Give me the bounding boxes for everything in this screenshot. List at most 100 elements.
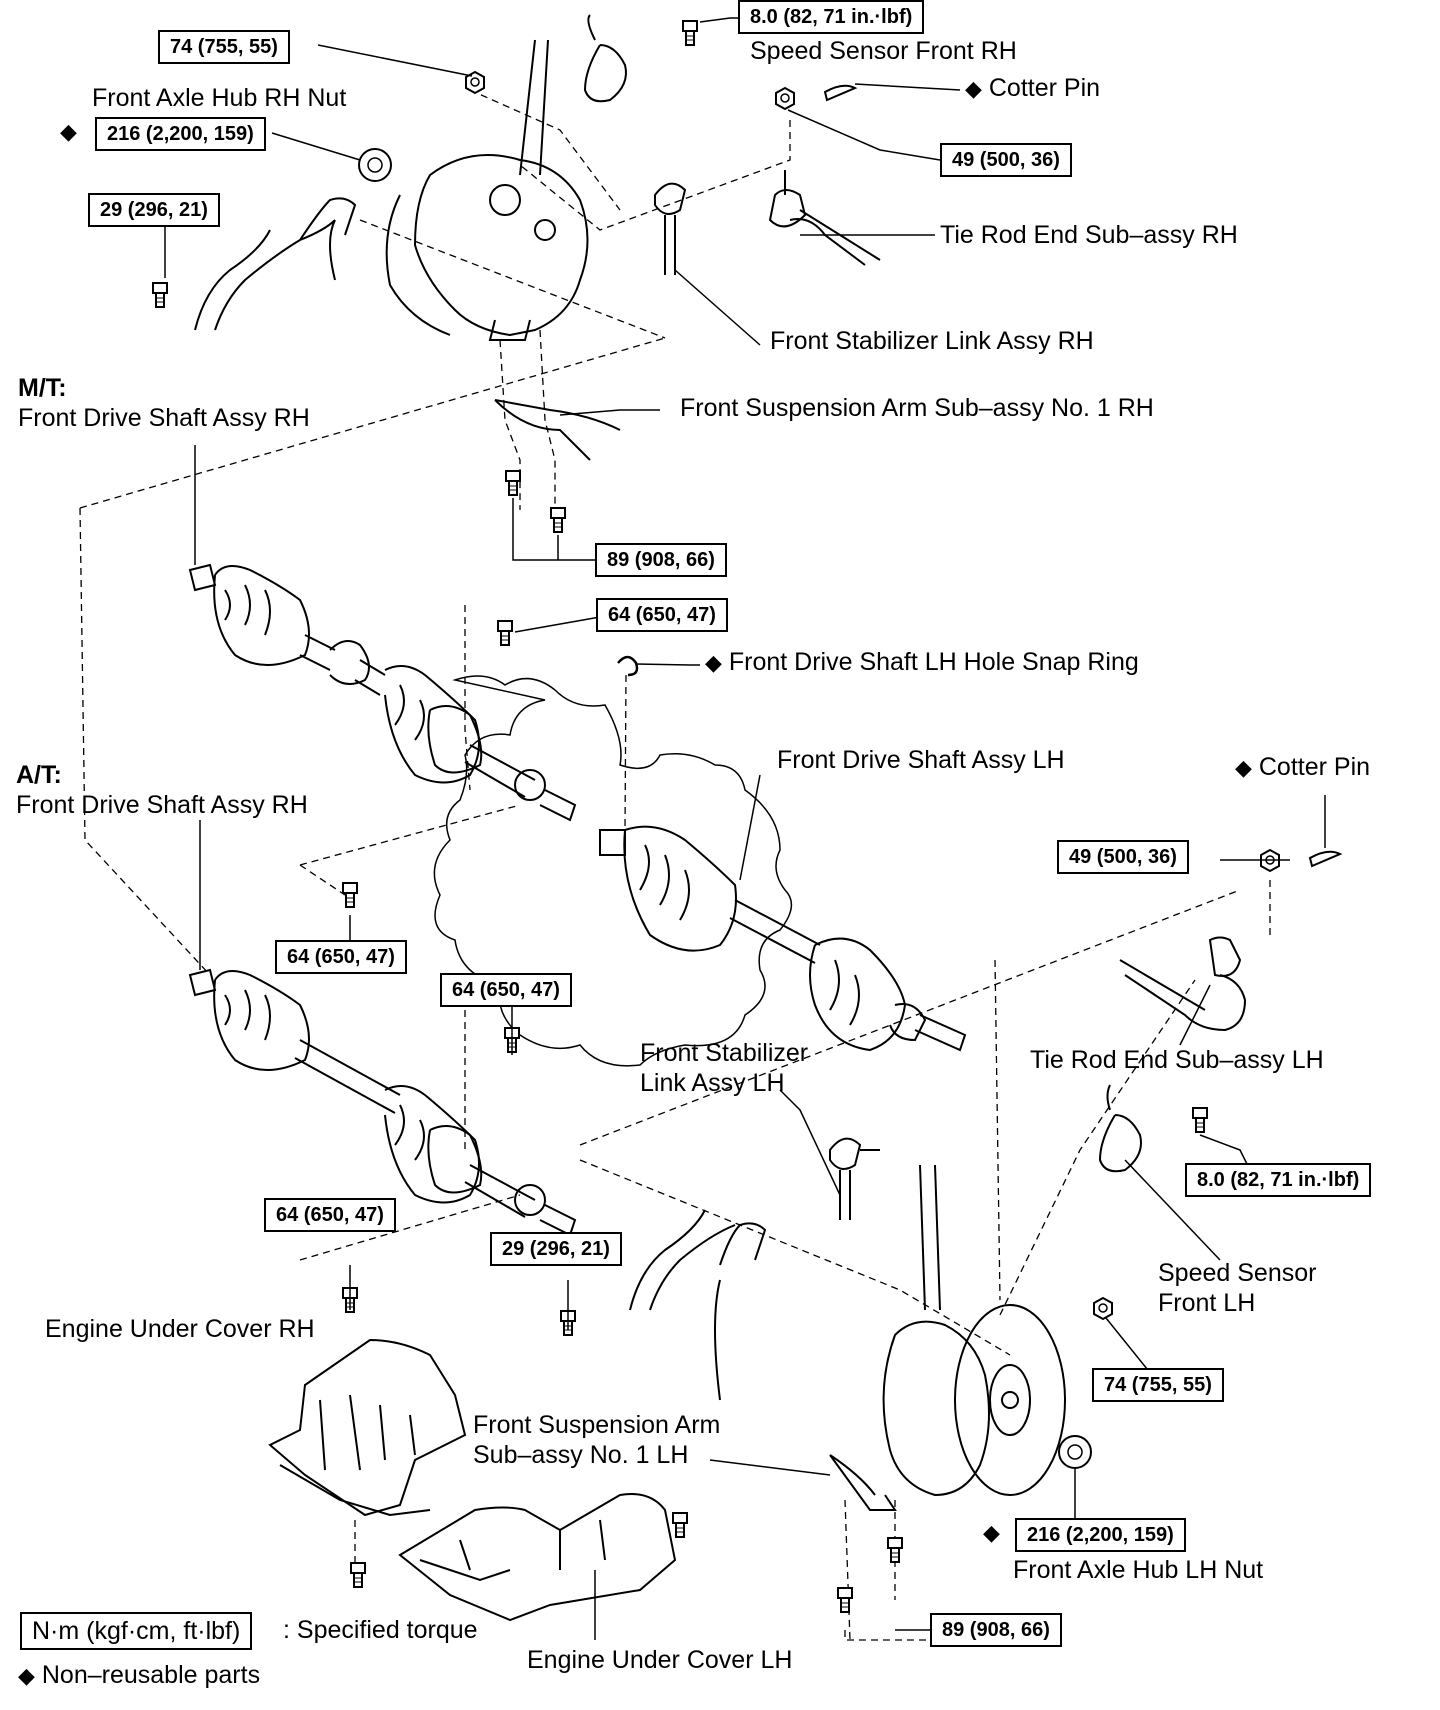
bolt-89-rh-a bbox=[505, 470, 521, 496]
snap-ring-text: Front Drive Shaft LH Hole Snap Ring bbox=[728, 648, 1139, 676]
non-reusable-marker: ◆ bbox=[18, 1663, 35, 1688]
cotter-pin-lh-text: Cotter Pin bbox=[1258, 753, 1371, 781]
label-engine-cover-rh: Engine Under Cover RH bbox=[45, 1315, 315, 1343]
non-reusable-marker-216-lh: ◆ bbox=[983, 1520, 1000, 1545]
speed-sensor-lh bbox=[1098, 1084, 1142, 1173]
bolt-89-lh-b bbox=[837, 1587, 853, 1613]
label-speed-sensor-rh: Speed Sensor Front RH bbox=[750, 37, 1017, 65]
torque-89-lh: 89 (908, 66) bbox=[930, 1613, 1062, 1647]
speed-sensor-lh-line-1: Speed Sensor bbox=[1158, 1259, 1317, 1287]
torque-64-c: 64 (650, 47) bbox=[440, 973, 572, 1007]
strut-rh bbox=[519, 39, 549, 176]
guide-susp-lh bbox=[844, 1499, 896, 1641]
bolt-29-rh bbox=[152, 282, 168, 308]
legend-unit-box: N·m (kgf·cm, ft·lbf) bbox=[20, 1612, 253, 1650]
label-susp-arm-rh: Front Suspension Arm Sub–assy No. 1 RH bbox=[680, 394, 1154, 422]
mt-shaft-text: Front Drive Shaft Assy RH bbox=[18, 404, 310, 432]
engine-cover-rh-shape bbox=[268, 1338, 467, 1517]
guide-cotter-rh bbox=[519, 120, 791, 231]
label-shaft-lh: Front Drive Shaft Assy LH bbox=[777, 746, 1065, 774]
label-tie-rod-rh: Tie Rod End Sub–assy RH bbox=[940, 221, 1238, 249]
engine-cover-lh-shape bbox=[398, 1493, 677, 1622]
dashed-guide-lines bbox=[79, 89, 1271, 1641]
label-snap-ring: ◆ Front Drive Shaft LH Hole Snap Ring bbox=[705, 647, 1139, 678]
guide-at-axis bbox=[299, 804, 521, 896]
torque-74-lh: 74 (755, 55) bbox=[1092, 1368, 1224, 1402]
susp-arm-lh-line-2: Sub–assy No. 1 LH bbox=[473, 1441, 689, 1469]
abs-wire-lh bbox=[629, 1209, 767, 1401]
torque-49-rh: 49 (500, 36) bbox=[940, 143, 1072, 177]
stab-link-rh bbox=[654, 182, 687, 275]
label-front-axle-hub-rh-nut: Front Axle Hub RH Nut bbox=[92, 84, 347, 112]
knuckle-rh bbox=[194, 14, 881, 461]
guide-snapring bbox=[624, 674, 627, 831]
non-reusable-marker: ◆ bbox=[1235, 755, 1252, 780]
stab-link-lh-line-1: Front Stabilizer bbox=[640, 1039, 809, 1067]
torque-89-rh: 89 (908, 66) bbox=[595, 543, 727, 577]
nut-74-lh bbox=[1093, 1297, 1113, 1320]
torque-8-rh: 8.0 (82, 71 in.·lbf) bbox=[738, 0, 925, 34]
non-reusable-text: Non–reusable parts bbox=[41, 1661, 261, 1689]
abs-wire-rh bbox=[194, 197, 357, 331]
label-front-axle-hub-lh-nut: Front Axle Hub LH Nut bbox=[1013, 1556, 1264, 1584]
torque-74-rh: 74 (755, 55) bbox=[158, 30, 290, 64]
castle-nut-rh bbox=[775, 87, 795, 110]
guide-64a bbox=[464, 605, 471, 791]
torque-49-lh: 49 (500, 36) bbox=[1057, 840, 1189, 874]
guide-hub-rh-2 bbox=[469, 89, 621, 211]
fasteners bbox=[152, 20, 1343, 1613]
non-reusable-marker: ◆ bbox=[705, 650, 722, 675]
torque-8-lh: 8.0 (82, 71 in.·lbf) bbox=[1185, 1163, 1372, 1197]
transaxle-outline bbox=[433, 675, 793, 1067]
speed-sensor-rh bbox=[583, 14, 627, 103]
label-stab-link-rh: Front Stabilizer Link Assy RH bbox=[770, 327, 1094, 355]
torque-216-lh: 216 (2,200, 159) bbox=[1015, 1518, 1186, 1552]
torque-216-rh: 216 (2,200, 159) bbox=[95, 117, 266, 151]
guide-89-lh bbox=[844, 1630, 930, 1641]
susp-arm-lh bbox=[829, 1454, 897, 1511]
guide-mt-top bbox=[79, 337, 666, 509]
susp-arm-lh-line-1: Front Suspension Arm bbox=[473, 1411, 721, 1439]
mt-prefix: M/T: bbox=[18, 374, 67, 402]
label-cotter-pin-rh: ◆ Cotter Pin bbox=[965, 73, 1100, 104]
guide-rh-lh-center bbox=[994, 959, 1001, 1301]
torque-29-rh: 29 (296, 21) bbox=[88, 193, 220, 227]
bolt-64-a bbox=[497, 620, 513, 646]
bolt-89-rh-b bbox=[550, 507, 566, 533]
leader-lines bbox=[164, 17, 1326, 1640]
torque-64-b: 64 (650, 47) bbox=[275, 940, 407, 974]
stab-link-lh-line-2: Link Assy LH bbox=[640, 1069, 785, 1097]
at-shaft-text: Front Drive Shaft Assy RH bbox=[16, 791, 308, 819]
engine-covers bbox=[268, 1338, 677, 1622]
label-stab-link-lh: Front Stabilizer Link Assy LH bbox=[640, 1038, 808, 1098]
strut-lh bbox=[919, 1164, 941, 1311]
label-susp-arm-lh: Front Suspension Arm Sub–assy No. 1 LH bbox=[473, 1410, 720, 1470]
shaft-lh bbox=[599, 825, 967, 1052]
label-mt-drive-shaft: M/T: Front Drive Shaft Assy RH bbox=[18, 373, 310, 433]
knuckle-rh-body bbox=[413, 154, 589, 337]
legend-unit-desc: : Specified torque bbox=[283, 1616, 478, 1644]
guide-susp-bolts bbox=[499, 329, 556, 515]
torque-29-lh: 29 (296, 21) bbox=[490, 1232, 622, 1266]
bolt-8-rh bbox=[682, 20, 698, 46]
cotter-pin-lh bbox=[1308, 850, 1343, 868]
stab-link-lh bbox=[829, 1137, 880, 1220]
label-cotter-pin-lh: ◆ Cotter Pin bbox=[1235, 752, 1370, 783]
shaft-mt-rh bbox=[188, 563, 577, 822]
guide-lh-long bbox=[579, 889, 1241, 1146]
torque-64-d: 64 (650, 47) bbox=[264, 1198, 396, 1232]
tie-rod-rh bbox=[768, 170, 881, 266]
tie-rod-lh bbox=[1119, 936, 1247, 1032]
bolt-89-lh-a bbox=[887, 1537, 903, 1563]
label-tie-rod-lh: Tie Rod End Sub–assy LH bbox=[1030, 1046, 1324, 1074]
brake-disc-lh bbox=[954, 1304, 1066, 1496]
torque-64-a: 64 (650, 47) bbox=[596, 598, 728, 632]
guide-hub-rh-1 bbox=[359, 219, 666, 339]
cotter-pin-rh-text: Cotter Pin bbox=[988, 74, 1101, 102]
bolt-cover-rh bbox=[350, 1562, 366, 1588]
speed-sensor-lh-line-2: Front LH bbox=[1158, 1289, 1256, 1317]
brake-rh bbox=[385, 194, 451, 336]
bolt-64-b bbox=[342, 882, 358, 908]
